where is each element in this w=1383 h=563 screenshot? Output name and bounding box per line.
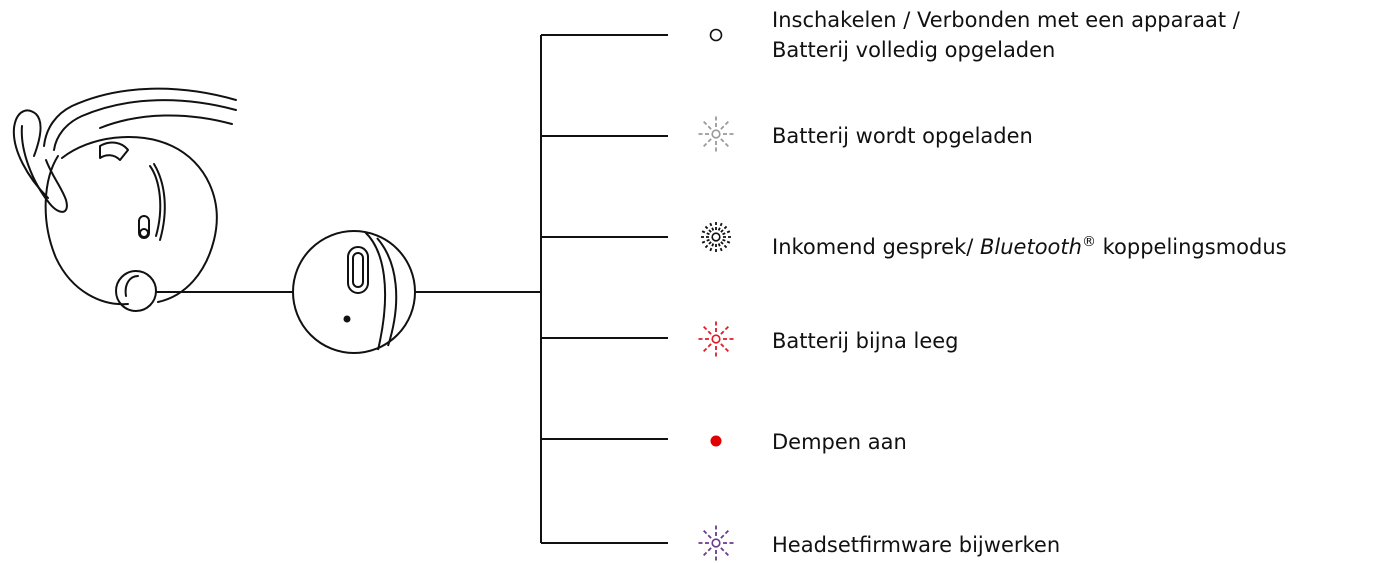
bracket: [540, 34, 668, 544]
status-label-line-1: Inschakelen / Verbonden met een apparaat…: [772, 8, 1240, 32]
white-circle-icon: [709, 28, 723, 42]
bluetooth-brand-text: Bluetooth: [979, 235, 1082, 259]
registered-mark: ®: [1081, 234, 1096, 250]
white-blinking-icon: [699, 220, 733, 254]
zoom-detail: [292, 230, 416, 354]
status-label-prefix: Inkomend gesprek/: [772, 235, 980, 259]
status-label-suffix: koppelingsmodus: [1095, 235, 1287, 259]
status-label-line-2: Batterij volledig opgeladen: [772, 38, 1056, 62]
status-label-low-battery: Batterij bijna leeg: [772, 329, 959, 353]
status-label-mute-on: Dempen aan: [772, 430, 907, 454]
headset-illustration: [12, 87, 237, 312]
red-blinking-icon: [696, 319, 736, 359]
purple-blinking-icon: [696, 523, 736, 563]
status-label-firmware-update: Headsetfirmware bijwerken: [772, 533, 1061, 557]
status-label-charging: Batterij wordt opgeladen: [772, 124, 1033, 148]
status-label-pairing: Inkomend gesprek/ Bluetooth® koppelingsm…: [772, 227, 1287, 262]
status-label-power-on: Inschakelen / Verbonden met een apparaat…: [772, 5, 1240, 65]
grey-blinking-icon: [696, 114, 736, 154]
red-solid-dot-icon: [710, 435, 722, 447]
